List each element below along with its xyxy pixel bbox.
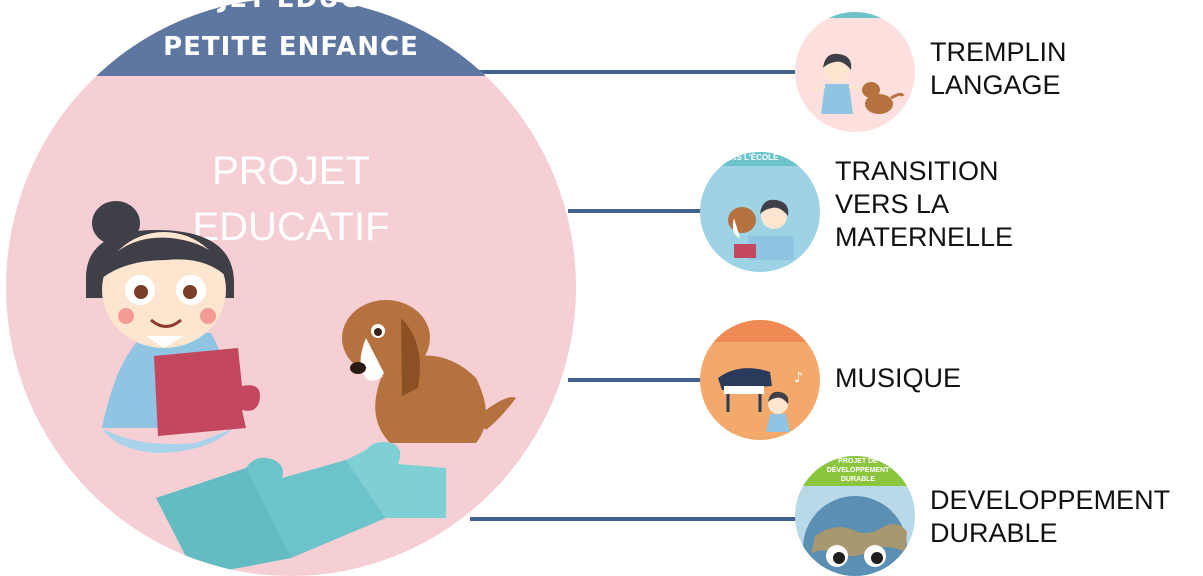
teal-puzzle-pieces	[156, 442, 446, 576]
label-transition: TRANSITION VERS LA MATERNELLE	[835, 155, 1013, 254]
main-title-line-2: EDUCATIF	[192, 205, 390, 249]
girl-puzzle-illustration	[86, 201, 516, 576]
girl-illustration	[86, 201, 234, 453]
thumb-banner-line: PROJET DE	[838, 458, 878, 465]
thumb-musique: ♪	[700, 320, 820, 440]
label-tremplin-langage: TREMPLIN LANGAGE	[930, 36, 1067, 102]
dog-illustration	[342, 300, 516, 443]
svg-text:♪: ♪	[794, 370, 803, 386]
connector-transition	[568, 209, 708, 213]
header-line-1: PROJET EDUCATIF	[6, 0, 576, 14]
piano-music-icon: ♪	[700, 320, 820, 432]
thumb-developpement: PROJET DE DÉVELOPPEMENT DURABLE	[795, 456, 915, 576]
label-line: TREMPLIN	[930, 37, 1067, 67]
header-line-2: PETITE ENFANCE	[163, 32, 419, 62]
connector-musique	[568, 378, 708, 382]
children-reading-icon	[700, 152, 820, 260]
connector-tremplin	[470, 70, 800, 74]
thumb-banner-text: VERS L'ÉCOLE	[720, 153, 779, 162]
thumb-banner-text: PROJET DE DÉVELOPPEMENT DURABLE	[813, 457, 903, 484]
label-line: TRANSITION	[835, 156, 999, 186]
label-line: DEVELOPPEMENT	[930, 485, 1171, 515]
connector-developpement	[470, 517, 800, 521]
red-puzzle-piece	[154, 348, 261, 436]
label-developpement: DEVELOPPEMENT DURABLE	[930, 484, 1170, 550]
label-line: LANGAGE	[930, 70, 1061, 100]
main-title-line-1: PROJET	[212, 149, 370, 193]
thumb-tremplin-langage	[795, 12, 915, 132]
globe-with-eyes-icon	[795, 456, 915, 576]
label-line: DURABLE	[930, 518, 1058, 548]
main-header-banner: PROJET EDUCATIF PETITE ENFANCE	[6, 0, 576, 76]
girl-and-dog-icon	[795, 12, 915, 114]
main-circle: PROJET EDUCATIF PETITE ENFANCE PROJET ED…	[6, 0, 576, 576]
thumb-banner-line: DÉVELOPPEMENT DURABLE	[826, 467, 890, 483]
thumb-transition: VERS L'ÉCOLE	[700, 152, 820, 272]
label-line: VERS LA	[835, 189, 950, 219]
main-title: PROJET EDUCATIF	[171, 143, 411, 255]
label-line: MATERNELLE	[835, 222, 1014, 252]
label-musique: MUSIQUE	[835, 362, 961, 395]
label-line: MUSIQUE	[835, 363, 962, 393]
